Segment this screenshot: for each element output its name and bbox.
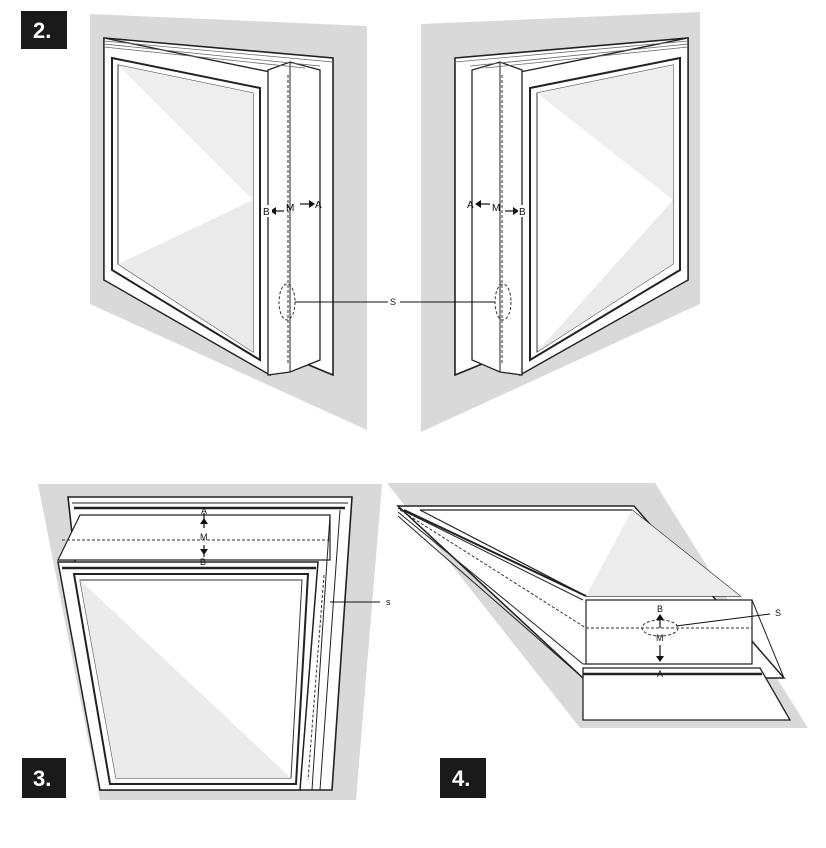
label-m: M <box>286 203 294 214</box>
label-m: M <box>656 633 664 643</box>
label-b: B <box>519 207 526 218</box>
label-a: A <box>657 669 663 679</box>
step-4-badge: 4. <box>440 758 486 798</box>
label-a: A <box>315 200 322 211</box>
hot-air-seal <box>57 514 331 561</box>
step-2-s-callout: S <box>295 297 495 307</box>
hot-air-seal <box>267 61 321 376</box>
window-sash <box>582 667 792 721</box>
label-b: B <box>657 604 663 614</box>
step-3-badge: 3. <box>22 758 66 798</box>
label-a: A <box>201 506 207 516</box>
label-s: S <box>775 608 781 618</box>
label-a: A <box>467 200 474 211</box>
label-m: M <box>200 532 208 542</box>
hot-air-seal <box>585 599 753 665</box>
label-b: B <box>263 207 270 218</box>
step-2-badge: 2. <box>21 11 67 49</box>
label-m: M <box>492 203 500 214</box>
step-2-left-window: B M A <box>90 14 367 430</box>
step-3-number: 3. <box>33 766 51 791</box>
label-s: S <box>390 297 396 307</box>
step-2-number: 2. <box>33 18 51 43</box>
step-4-number: 4. <box>452 766 470 791</box>
step-2-right-window: A M B <box>421 12 700 432</box>
zip-opening <box>641 619 679 637</box>
step-3-sliding-window: A M B s <box>38 484 391 800</box>
label-s: s <box>386 597 391 607</box>
label-b: B <box>200 557 206 567</box>
hot-air-seal <box>471 61 523 376</box>
step-4-sliding-window: B M A S <box>387 483 808 728</box>
